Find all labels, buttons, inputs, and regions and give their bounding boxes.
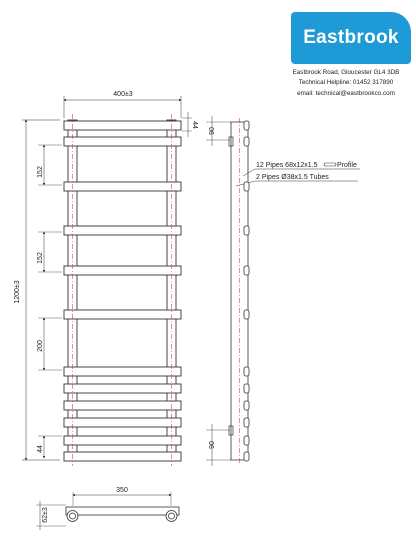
spacing-1-label: 152: [37, 166, 44, 178]
horizontal-bar: [63, 366, 182, 377]
brand-name: Eastbrook: [303, 27, 399, 48]
company-info: Eastbrook Road, Gloucester GL4 3DB Techn…: [276, 68, 416, 99]
horizontal-bar: [63, 383, 182, 394]
depth-label: 62±3: [42, 507, 49, 523]
height-label: 1200±3: [14, 280, 21, 303]
horizontal-bar: [63, 136, 182, 147]
top-bracket: [228, 136, 234, 147]
bottom-bracket: [228, 425, 234, 436]
company-address: Eastbrook Road, Gloucester GL4 3DB: [292, 69, 400, 76]
spacing-2-label: 152: [37, 252, 44, 264]
horizontal-bar: [63, 451, 182, 462]
side-bar-profiles: [243, 120, 250, 462]
centres-label: 350: [116, 487, 128, 494]
horizontal-bar: [63, 120, 182, 131]
side-bar-profile: [243, 309, 250, 320]
horizontal-bar: [63, 181, 182, 192]
profile-label: 12 Pipes 68x12x1.5: [256, 162, 318, 169]
horizontal-bar: [63, 309, 182, 320]
side-bottom-label: 90: [209, 441, 216, 449]
horizontal-bar: [63, 265, 182, 276]
horizontal-bar: [63, 435, 182, 446]
width-label: 400±3: [113, 91, 133, 98]
side-bar-profile: [243, 181, 250, 192]
side-bar-profile: [243, 225, 250, 236]
horizontal-bar: [63, 225, 182, 236]
side-bar-profile: [243, 417, 250, 428]
side-bar-profile: [243, 265, 250, 276]
side-bar-profile: [243, 400, 250, 411]
centre-lines: [72, 114, 172, 466]
plan-view: [36, 492, 180, 530]
profile-leader: [242, 168, 256, 177]
side-bar-profile: [243, 451, 250, 462]
horizontal-bars: [63, 120, 182, 462]
profile-word-label: Profile: [337, 162, 357, 169]
horizontal-bar: [63, 417, 182, 428]
side-bar-profile: [243, 120, 250, 131]
horizontal-bar: [63, 400, 182, 411]
left-valve-icon: [66, 510, 79, 522]
side-bar-profile: [243, 366, 250, 377]
tubes-label: 2 Pipes Ø38x1.5 Tubes: [256, 174, 329, 181]
eastbrook-logo: Eastbrook: [291, 12, 411, 64]
bottom-gap-label: 44: [37, 445, 44, 453]
spacing-3-label: 200: [37, 340, 44, 352]
technical-helpline: Technical Helpline: 01452 317890: [298, 79, 394, 87]
plan-body: [65, 506, 180, 516]
side-top-label: 90: [209, 127, 216, 135]
side-bar-profile: [243, 383, 250, 394]
right-valve-icon: [165, 510, 178, 522]
profile-symbol-icon: [323, 162, 337, 167]
contact-email: email: technical@eastbrookco.com: [297, 89, 395, 97]
top-gap-label: 44: [191, 121, 198, 129]
side-bar-profile: [243, 435, 250, 446]
side-bar-profile: [243, 136, 250, 147]
